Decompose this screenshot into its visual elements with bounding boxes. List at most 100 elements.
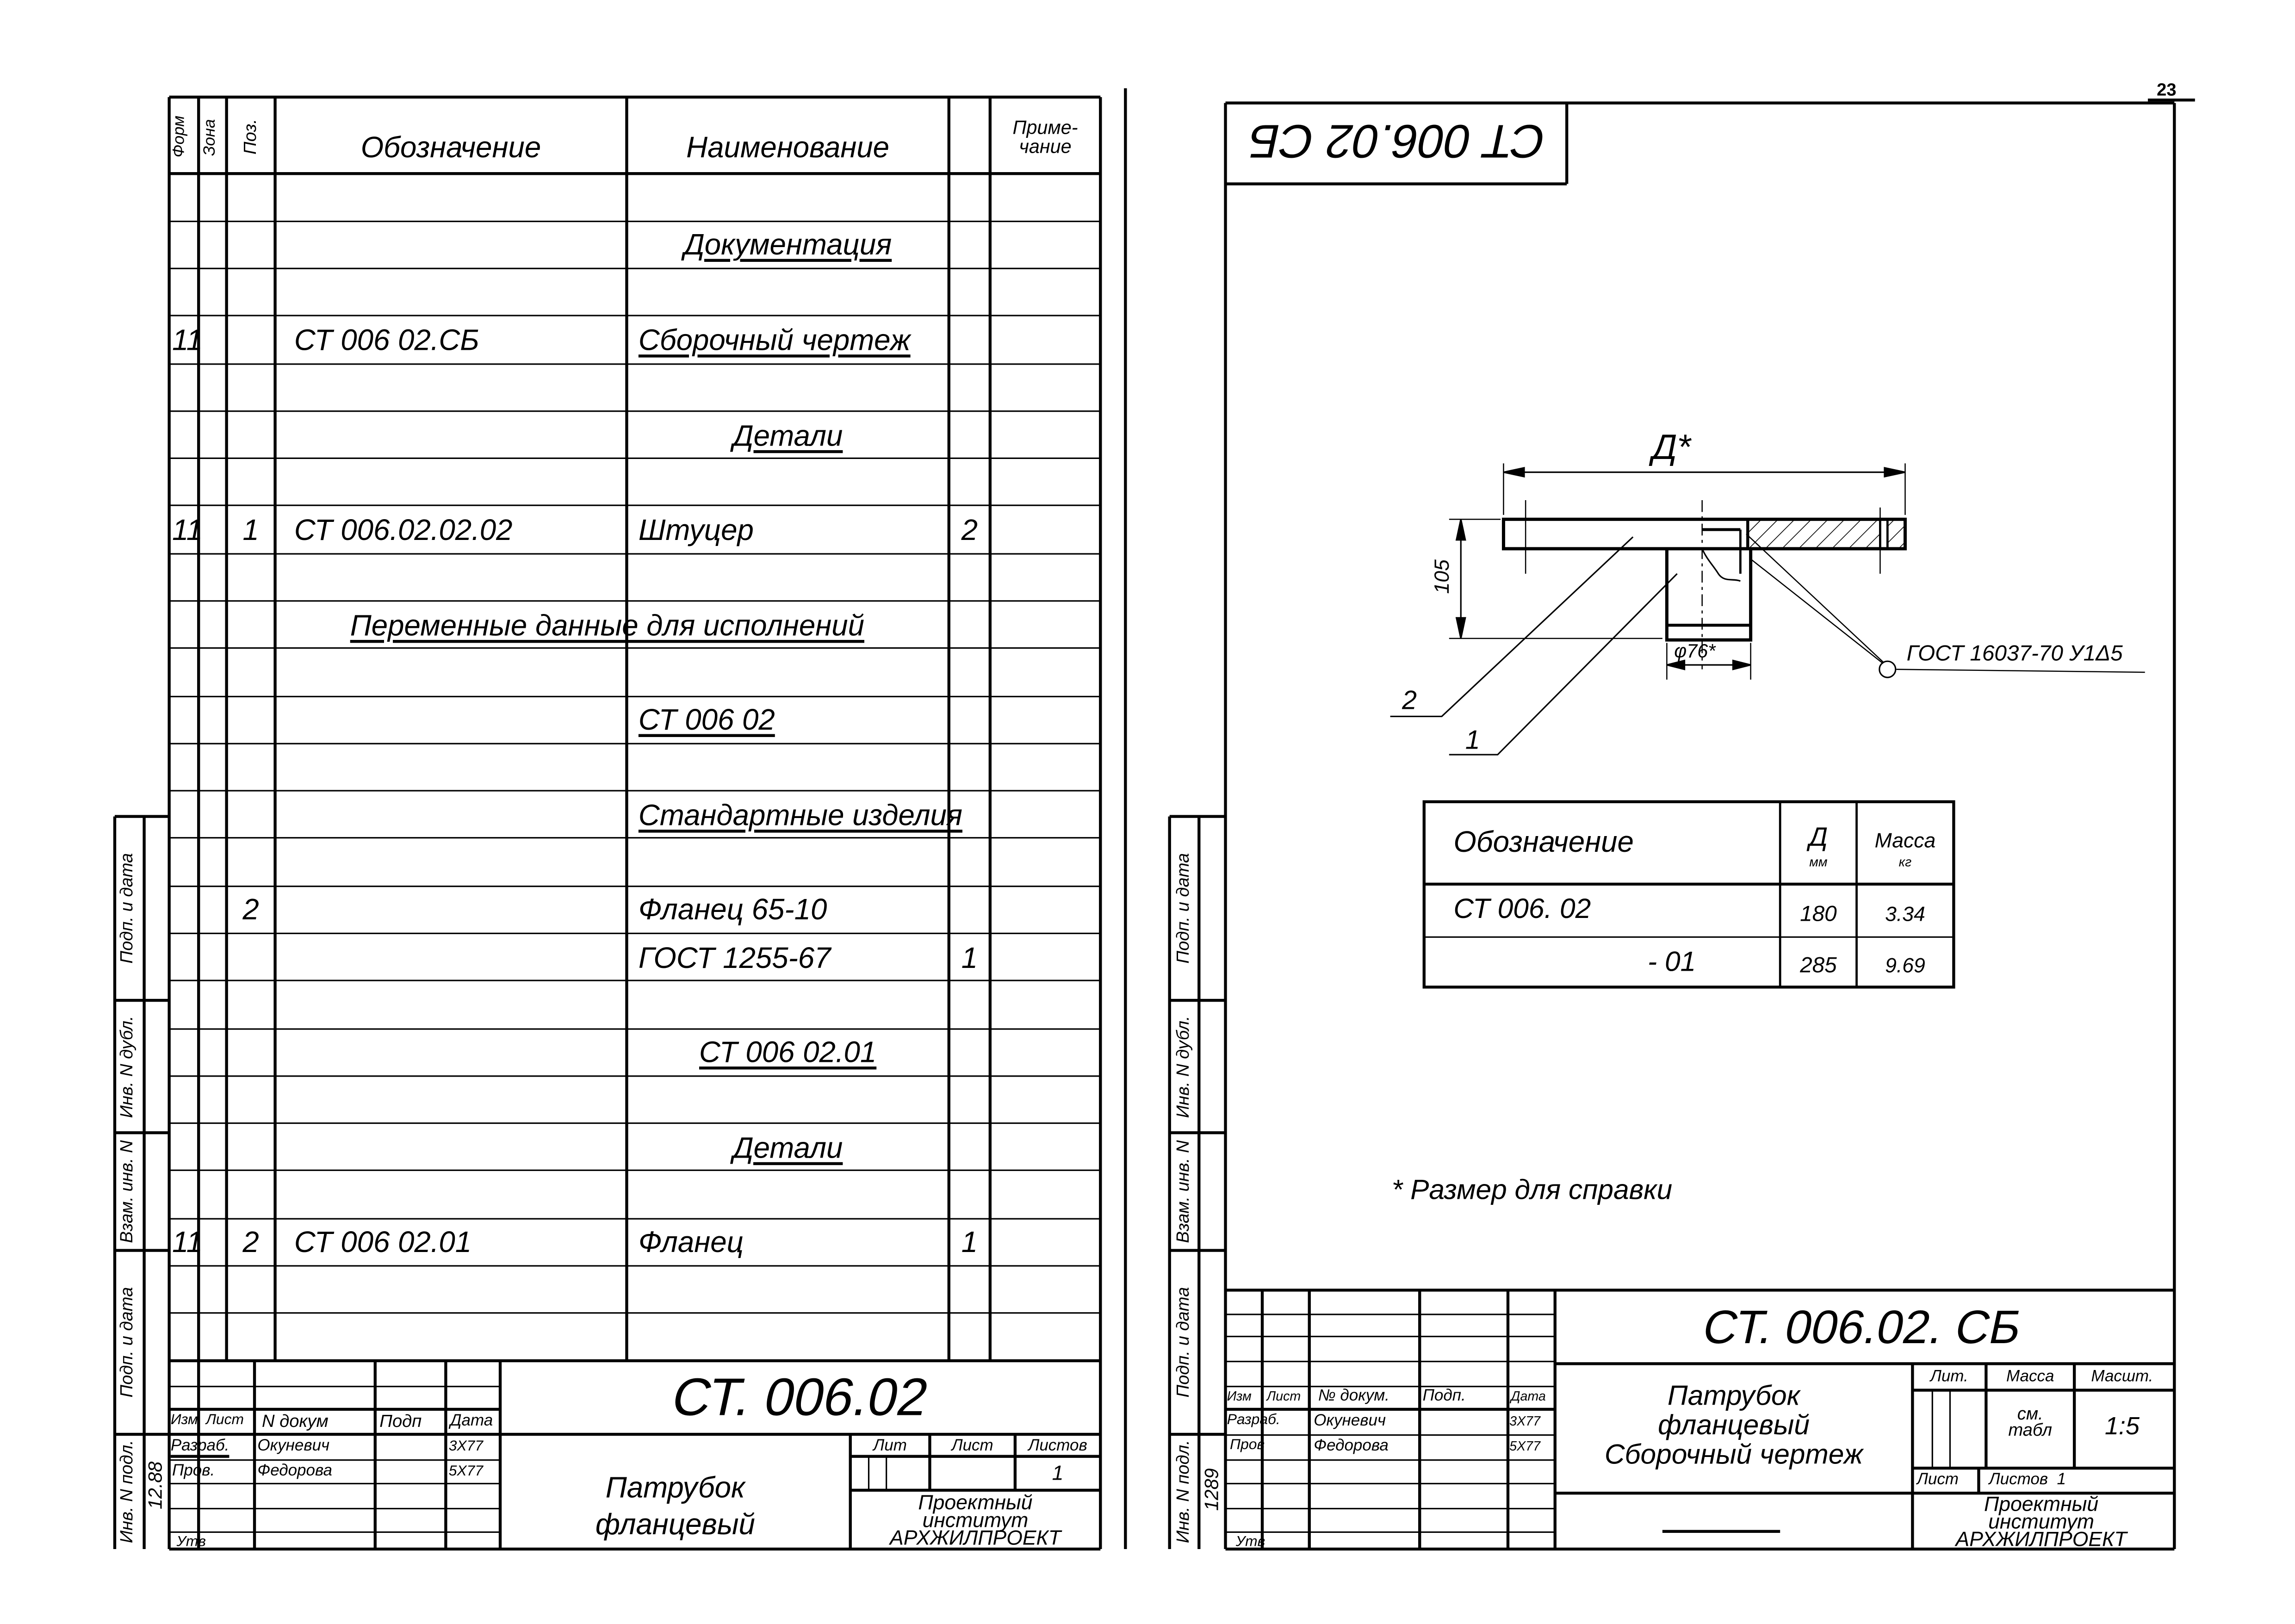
arrow-icon: [1455, 617, 1466, 639]
rule-line: [169, 647, 1101, 650]
rule-line: [1225, 1507, 1555, 1509]
rule-line: [169, 172, 1101, 175]
rule-line: [169, 1407, 501, 1411]
variant-d: 180: [1800, 902, 1837, 927]
spec-cell-name: Документация: [683, 230, 892, 263]
rule-line: [115, 1131, 169, 1134]
rule-line: [1912, 1389, 2175, 1392]
rule-line: [113, 816, 116, 1550]
rule-line: [1308, 1290, 1310, 1550]
rule-line: [948, 97, 950, 1361]
tb-developer-role: Разраб.: [1227, 1412, 1280, 1429]
tb-scale-value: 1:5: [2104, 1412, 2140, 1440]
pipe-outline: [1665, 548, 1753, 642]
flange-hatched-section: [1748, 521, 1880, 547]
rule-line: [498, 1361, 502, 1550]
rule-line: [169, 980, 1101, 982]
dim-diameter-label: φ76*: [1674, 640, 1716, 662]
rule-line: [115, 1433, 169, 1436]
rule-line: [169, 1507, 501, 1509]
tb-lit-label: Лит: [873, 1437, 907, 1455]
tb-checker-name: Федорова: [1314, 1437, 1389, 1455]
variants-header-d: Д: [1809, 822, 1828, 852]
tb-header-sheet: Лист: [1266, 1388, 1301, 1404]
rule-line: [1168, 816, 1171, 1550]
rule-line: [1225, 101, 2175, 105]
rule-line: [197, 97, 200, 1361]
rule-line: [169, 1217, 1101, 1219]
rule-line: [169, 458, 1101, 459]
tb-header-change: Изм: [1227, 1388, 1252, 1404]
margin-label: Подп. и дата: [1172, 853, 1193, 964]
tb-header-docnum: N докум: [261, 1411, 329, 1432]
rule-line: [169, 95, 1101, 99]
variant-designation: СТ 006. 02: [1453, 894, 1591, 925]
rule-line: [1553, 1290, 1557, 1550]
tb-approved-role: Утв: [176, 1534, 206, 1551]
margin-label: Взам. инв. N: [1172, 1140, 1193, 1243]
spec-cell-name: Фланец 65-10: [638, 895, 827, 928]
spec-cell-qty: 1: [961, 1227, 978, 1260]
rule-line: [1565, 103, 1569, 184]
rule-line: [253, 1361, 256, 1550]
rule-line: [169, 1312, 1101, 1314]
variant-mass: 3.34: [1885, 902, 1925, 925]
rule-line: [1169, 815, 1226, 818]
tb-approved-role: Утв: [1235, 1534, 1265, 1551]
rule-line: [1225, 1458, 1555, 1460]
rule-line: [1225, 1482, 1555, 1484]
callout-leader-2: [1390, 536, 1634, 718]
dim-height-label: 105: [1429, 559, 1453, 594]
spec-cell-pos: 2: [242, 895, 259, 928]
margin-label: Инв. N подл.: [1172, 1440, 1193, 1543]
spec-cell-name: Фланец: [638, 1227, 744, 1260]
header-name: Наименование: [686, 132, 890, 165]
document-designation: СТ. 006.02. СБ: [1698, 1300, 2027, 1354]
rule-line: [1985, 1364, 1987, 1469]
organization-name: Проектный институт АРХЖИЛПРОЕКТ: [1955, 1492, 2127, 1550]
rule-line: [115, 815, 169, 818]
tb-sheet-label: Лист: [1917, 1471, 1959, 1489]
rule-line: [1225, 1360, 1555, 1362]
rule-line: [169, 1385, 501, 1387]
rule-line: [169, 837, 1101, 839]
rule-line: [169, 552, 1101, 554]
rule-line: [1507, 1290, 1509, 1550]
spec-cell-des: СТ 006 02.01: [294, 1227, 472, 1260]
tb-developer-name: Окуневич: [257, 1437, 330, 1455]
spec-cell-qty: 2: [961, 514, 978, 547]
spec-cell-des: СТ 006.02.02.02: [294, 514, 513, 547]
organization-name: Проектный институт АРХЖИЛПРОЕКТ: [890, 1490, 1061, 1549]
tb-mass-value: см. табл: [2008, 1403, 2053, 1441]
footnote: * Размер для справки: [1391, 1175, 1673, 1207]
tb-checker-role: Пров: [1230, 1437, 1265, 1454]
tb-sheet-label: Лист: [951, 1437, 993, 1455]
rule-line: [169, 1170, 1101, 1172]
rule-line: [2148, 99, 2195, 101]
rule-line: [1014, 1434, 1016, 1490]
rule-line: [169, 1027, 1101, 1029]
spec-cell-name: Штуцер: [638, 514, 754, 547]
rule-line: [1948, 1390, 1950, 1469]
rule-line: [1225, 1547, 2175, 1551]
rule-line: [1098, 97, 1102, 1550]
rule-line: [2172, 103, 2176, 1550]
rule-line: [1419, 1290, 1421, 1550]
variants-header-designation: Обозначение: [1453, 826, 1634, 859]
rule-line: [143, 816, 145, 1550]
rule-line: [445, 1361, 447, 1550]
variant-designation: - 01: [1648, 947, 1696, 979]
variants-header-d-unit: мм: [1809, 855, 1828, 870]
rule-line: [169, 315, 1101, 317]
rule-line: [169, 1359, 1101, 1363]
rule-line: [989, 97, 992, 1361]
arrow-icon: [1503, 467, 1525, 478]
rule-line: [2073, 1364, 2075, 1469]
rule-line: [849, 1434, 852, 1550]
rule-line: [1225, 182, 1567, 186]
tb-header-sign: Подп: [379, 1411, 422, 1432]
rule-line: [1169, 1433, 1226, 1436]
rule-line: [274, 97, 276, 1361]
rule-line: [169, 505, 1101, 507]
